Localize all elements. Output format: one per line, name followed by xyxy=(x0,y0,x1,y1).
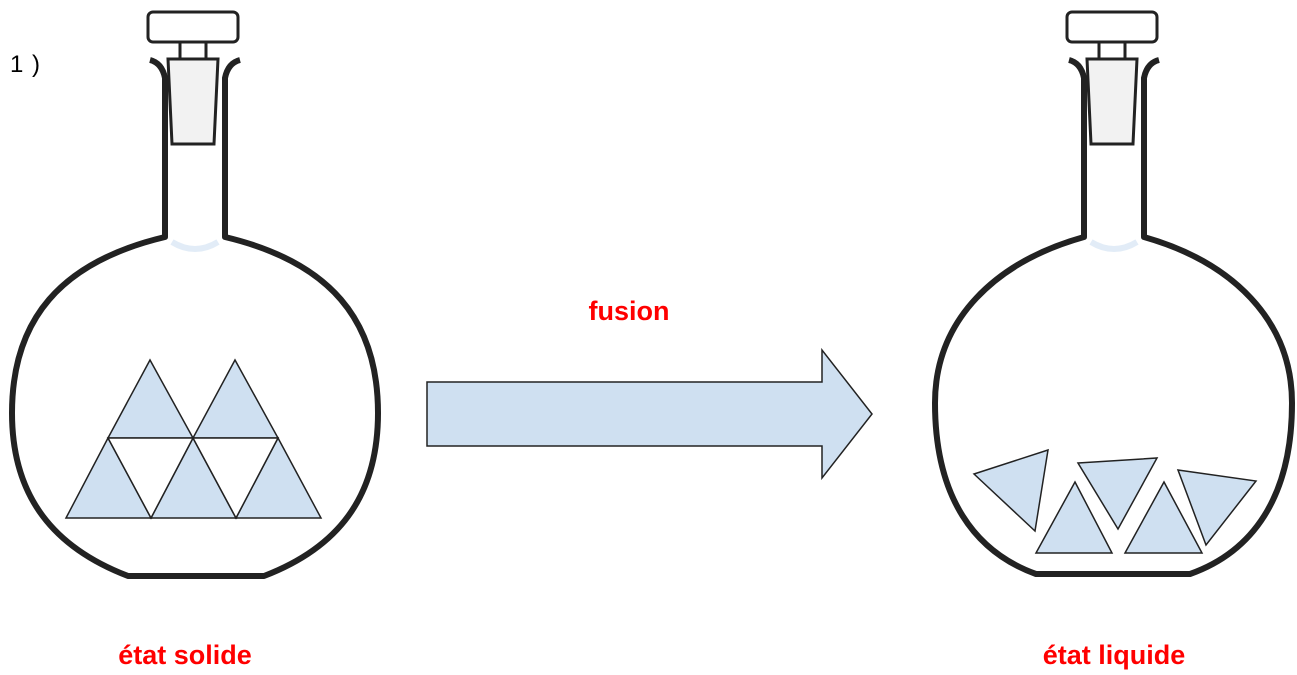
right-flask-stopper xyxy=(1065,10,1159,146)
transition-arrow xyxy=(426,347,873,481)
right-flask xyxy=(932,10,1295,577)
left-flask-label: état solide xyxy=(118,640,252,670)
right-flask-particles xyxy=(972,448,1258,554)
left-flask-particles xyxy=(64,358,323,520)
left-flask-glass xyxy=(9,57,381,579)
particle xyxy=(106,358,195,439)
particle xyxy=(106,437,195,520)
particle xyxy=(1176,469,1258,547)
right-flask-glass xyxy=(932,57,1295,577)
particle xyxy=(1034,480,1114,554)
question-number: 1 ) xyxy=(10,51,42,78)
left-flask-stopper xyxy=(146,10,240,146)
particle xyxy=(191,358,280,439)
particle xyxy=(1076,457,1159,531)
left-flask xyxy=(9,10,381,579)
arrow-label: fusion xyxy=(589,296,670,326)
arrow-shape xyxy=(426,347,873,481)
particle xyxy=(1123,480,1204,554)
right-flask-label: état liquide xyxy=(1043,640,1186,670)
particle xyxy=(191,437,280,520)
particle xyxy=(972,448,1049,533)
